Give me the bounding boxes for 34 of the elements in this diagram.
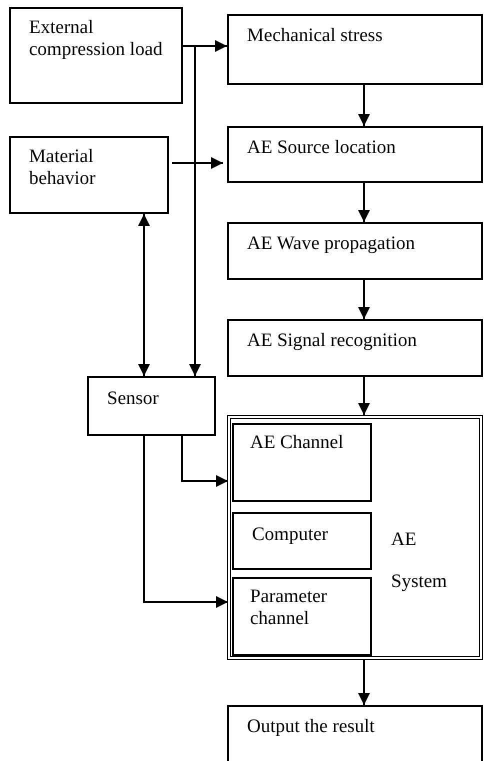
arrow	[358, 85, 370, 126]
arrow	[172, 157, 223, 169]
process-box	[9, 136, 169, 214]
node-label: AE Wave propagation	[247, 233, 416, 255]
node-label: AE System	[391, 528, 448, 594]
node-label: Output the result	[247, 716, 376, 738]
process-box	[227, 705, 483, 761]
arrow	[183, 45, 201, 376]
process-box	[227, 319, 483, 377]
arrow	[143, 436, 228, 608]
node-label: Mechanical stress	[247, 25, 384, 47]
node-label: AE Signal recognition	[247, 330, 418, 352]
arrow	[138, 214, 150, 376]
process-box	[87, 376, 216, 436]
system-box	[227, 415, 483, 660]
process-box	[227, 14, 483, 85]
node-label: Parameter channel	[250, 586, 328, 630]
process-box	[232, 423, 372, 502]
arrow	[358, 280, 370, 319]
process-box	[227, 126, 483, 183]
arrow	[181, 436, 228, 487]
node-label: Sensor	[107, 388, 160, 410]
node-label: Computer	[252, 524, 329, 546]
node-label: Material behavior	[29, 146, 96, 190]
node-label: AE Channel	[250, 432, 344, 454]
arrow	[358, 183, 370, 222]
node-label: External compression load	[29, 17, 163, 61]
process-box	[227, 222, 483, 280]
node-label: AE Source location	[247, 137, 397, 159]
process-box	[232, 512, 372, 570]
arrow	[358, 377, 370, 415]
process-box	[9, 7, 183, 104]
process-box	[232, 577, 372, 656]
arrow	[358, 660, 370, 705]
